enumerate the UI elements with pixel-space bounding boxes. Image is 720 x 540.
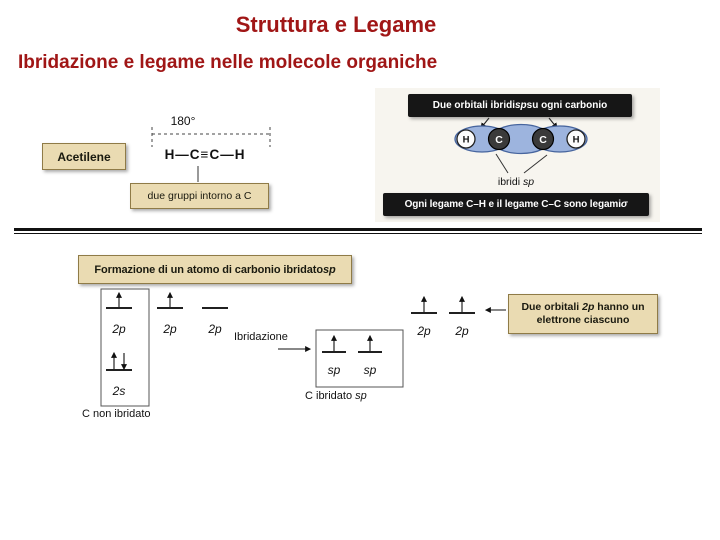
orbital-label-2s: 2s	[112, 384, 126, 398]
c-atom-left-label: C	[495, 134, 503, 146]
acetylene-name-label: Acetilene	[42, 143, 126, 170]
acetylene-diagram	[151, 127, 271, 182]
mixing-orbitals-box	[100, 288, 150, 407]
header-text-pre: Due orbitali ibridi	[432, 100, 515, 111]
hybridization-title-label: Formazione di un atomo di carbonio ibrid…	[78, 255, 352, 284]
ibridi-pointer-right	[523, 154, 548, 174]
c-atom-right	[531, 127, 555, 151]
orbital-label-2p-2: 2p	[162, 322, 177, 336]
h-atom-right	[566, 129, 586, 149]
h-atom-left	[456, 129, 476, 149]
sp-orbitals-footer-label: Ogni legame C–H e il legame C–C sono leg…	[383, 193, 649, 216]
bond-angle-label: 180°	[171, 114, 196, 128]
orbital-label-2p-3: 2p	[207, 322, 222, 336]
electron-arrows	[111, 291, 465, 371]
unhybridized-caption: C non ibridato	[82, 408, 151, 420]
acetylene-caption-label: due gruppi intorno a C	[130, 183, 269, 209]
orbital-label-2p-right-2: 2p	[454, 324, 469, 338]
sp-orbitals-box	[315, 329, 404, 388]
sp-orbitals-header-label: Due orbitali ibridi sp su ogni carbonio	[408, 94, 632, 117]
header-text-em: sp	[515, 100, 527, 111]
h-atom-left-label: H	[463, 135, 470, 146]
note-text: Due orbitali 2p hanno un elettrone ciasc…	[521, 300, 645, 326]
orbital-label-2p-right-1: 2p	[416, 324, 431, 338]
slide-title: Struttura e Legame	[235, 12, 437, 37]
two-p-orbitals-note-label: Due orbitali 2p hanno un elettrone ciasc…	[508, 294, 658, 334]
c-atom-left	[487, 127, 511, 151]
c-atom-right-label: C	[539, 134, 547, 146]
hyb-title-pre: Formazione di un atomo di carbonio ibrid…	[94, 263, 323, 276]
slide-subtitle: Ibridazione e legame nelle molecole orga…	[18, 52, 438, 73]
orbital-label-sp-2: sp	[364, 363, 377, 377]
process-label: Ibridazione	[234, 331, 288, 343]
footer-text-em: σ	[620, 199, 628, 210]
hyb-title-em: sp	[322, 263, 336, 276]
acetylene-formula: H—C≡C—H	[165, 147, 246, 162]
header-text-post: su ogni carbonio	[526, 100, 608, 111]
section-divider	[14, 228, 702, 234]
orbital-label-2p-1: 2p	[111, 322, 126, 336]
ibridi-pointer-left	[495, 153, 509, 174]
orbital-label-sp-1: sp	[328, 363, 341, 377]
h-atom-right-label: H	[573, 135, 580, 146]
footer-text-pre: Ogni legame C–H e il legame C–C sono leg…	[404, 199, 621, 210]
orbital-level-lines	[106, 307, 475, 371]
hybridization-diagram: 2p 2p 2p 2s C non ibridato Ibridazione s…	[82, 288, 506, 420]
